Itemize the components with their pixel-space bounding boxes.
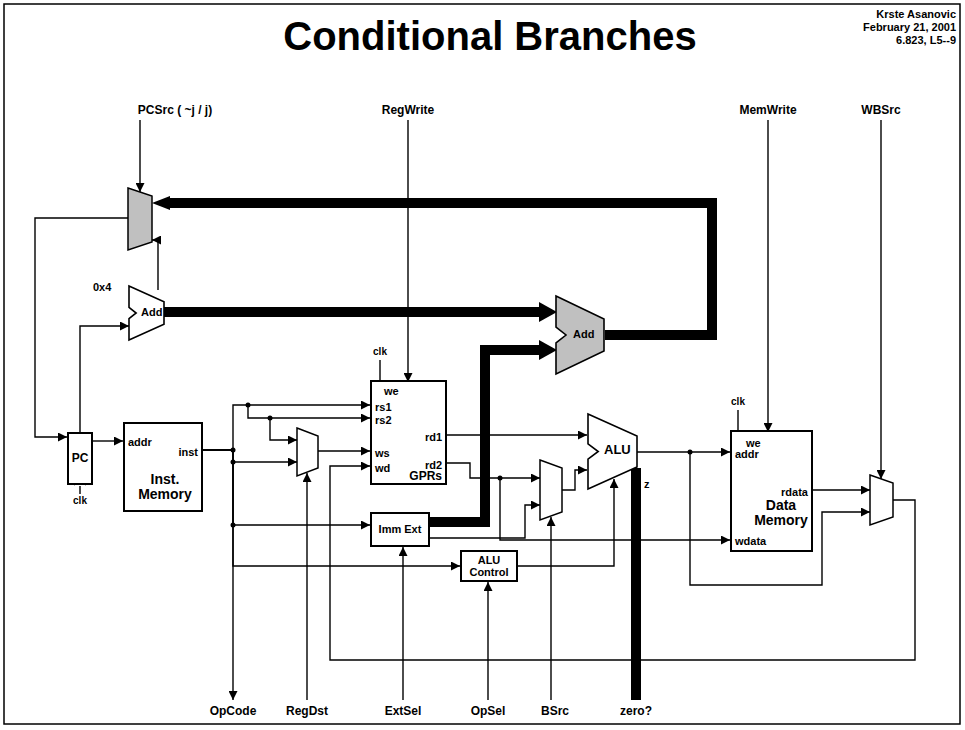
- signal-name: MemWrite: [739, 104, 796, 117]
- author-note: February 21, 2001: [863, 21, 956, 33]
- signal-wire: [518, 479, 614, 566]
- component-box: addr instInst. Memory: [123, 422, 203, 512]
- author-note: 6.823, L5--9: [896, 34, 956, 46]
- signal-name: WBSrc: [861, 104, 900, 117]
- signal-name: 0x4: [93, 281, 111, 293]
- signal-wire: [93, 440, 123, 441]
- box-label: Add: [141, 306, 162, 318]
- box-label: PC: [72, 452, 89, 465]
- adder-symbol: Add: [128, 285, 165, 341]
- box-label: Inst. Memory: [128, 472, 202, 503]
- slide-title: Conditional Branches: [283, 14, 696, 59]
- box-label: we: [384, 385, 399, 397]
- signal-name: PCSrc ( ~j / j): [138, 104, 212, 117]
- signal-wire: [80, 326, 129, 432]
- box-label: inst: [178, 446, 198, 458]
- alu-symbol: ALU: [587, 413, 638, 490]
- box-label: ws: [375, 447, 390, 459]
- box-label: rdata: [781, 486, 808, 498]
- bus-wire: [164, 307, 539, 317]
- box-label: addr: [735, 448, 759, 460]
- author-note: Krste Asanovic: [876, 8, 956, 20]
- signal-name: z: [644, 478, 650, 490]
- signal-wire: [447, 434, 587, 435]
- box-label: rd1: [425, 431, 442, 443]
- signal-name: BSrc: [541, 705, 569, 718]
- bsrc-mux: [540, 460, 562, 520]
- signal-name: OpCode: [210, 705, 257, 718]
- slide-frame: [4, 4, 960, 724]
- regdst-mux: [297, 428, 318, 476]
- component-box: ALU Control: [460, 550, 518, 582]
- component-box: weaddr rdata wdata Data Memory: [730, 430, 813, 552]
- signal-wire: [637, 451, 730, 452]
- box-label: we: [746, 437, 761, 449]
- signal-name: zero?: [620, 705, 652, 718]
- box-label: rs1: [375, 401, 392, 413]
- box-label: rs2: [375, 414, 392, 426]
- signal-name: RegWrite: [382, 104, 434, 117]
- adder-symbol: Add: [555, 295, 605, 375]
- box-label: wd: [375, 462, 390, 474]
- pc-mux: [128, 188, 152, 250]
- signal-name: clk: [373, 346, 387, 357]
- box-label: Imm Ext: [374, 523, 426, 535]
- box-label: addr: [128, 436, 152, 448]
- signal-name: ExtSel: [385, 705, 422, 718]
- signal-name: OpSel: [471, 705, 506, 718]
- wbsrc-mux: [870, 475, 893, 525]
- box-label: GPRs: [409, 470, 442, 483]
- box-label: wdata: [735, 535, 766, 547]
- component-box: Imm Ext: [370, 512, 430, 547]
- junction-dots: [231, 403, 693, 528]
- box-label: ALU Control: [463, 554, 515, 578]
- signal-name: RegDst: [286, 705, 328, 718]
- signal-wire: [203, 450, 370, 525]
- box-label: ALU: [604, 443, 631, 457]
- static-wires: [35, 120, 915, 700]
- box-label: Data Memory: [752, 498, 810, 529]
- edge-group: [80, 312, 730, 566]
- signal-name: clk: [73, 495, 87, 506]
- component-box: wers1rs2wswdrd1rd2GPRs: [370, 380, 447, 485]
- signal-wire: [203, 405, 370, 450]
- component-box: PC: [67, 432, 93, 485]
- signal-name: clk: [731, 396, 745, 407]
- box-label: Add: [573, 328, 594, 340]
